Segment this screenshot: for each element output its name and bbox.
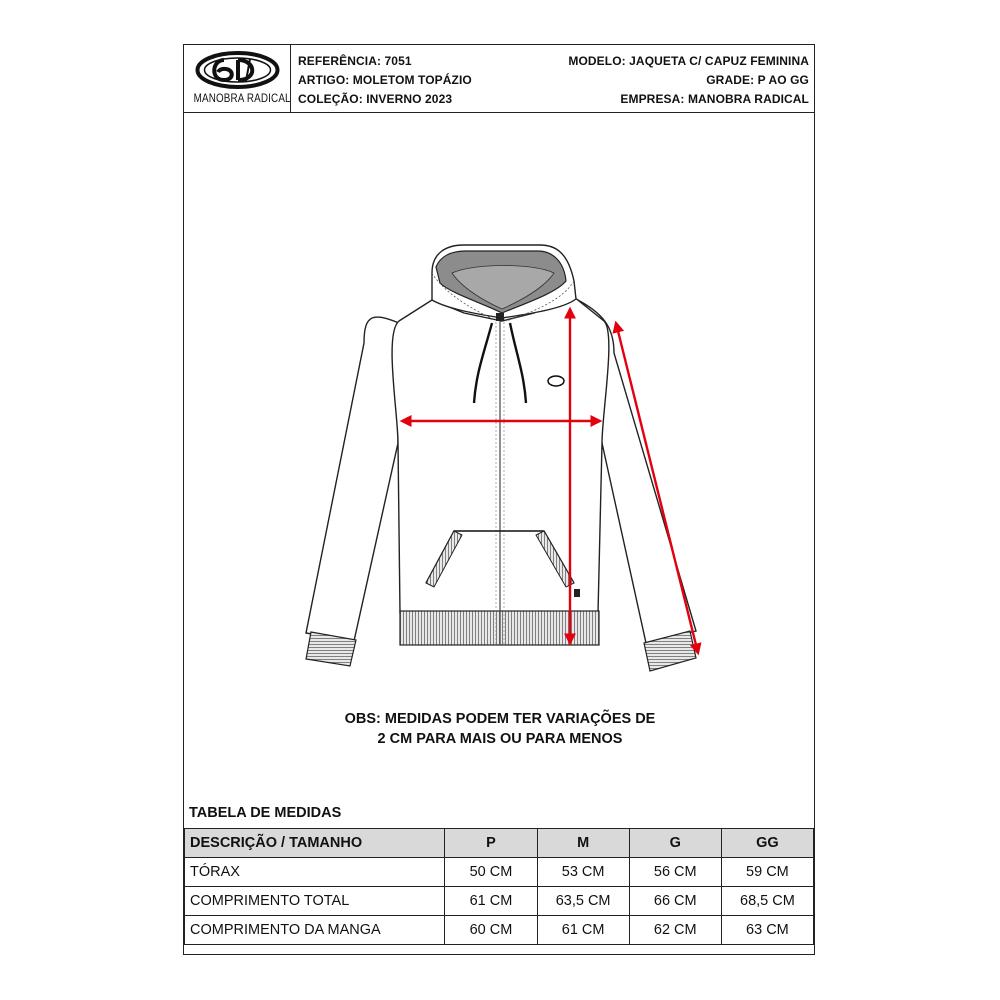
- tolerance-note-line-1: OBS: MEDIDAS PODEM TER VARIAÇÕES DE: [344, 711, 656, 727]
- table-cell: 50 CM: [444, 857, 538, 887]
- sheet-header: MANOBRA RADICAL REFERÊNCIA: 7051 ARTIGO:…: [184, 45, 814, 113]
- table-header-size-m: M: [536, 828, 630, 858]
- table-cell: TÓRAX: [183, 857, 446, 887]
- company-label: EMPRESA: MANOBRA RADICAL: [620, 92, 809, 106]
- size-grade-label: GRADE: P AO GG: [706, 73, 809, 87]
- garment-technical-drawing: [305, 244, 702, 672]
- table-cell: 63,5 CM: [536, 886, 630, 916]
- tech-sheet: MANOBRA RADICAL REFERÊNCIA: 7051 ARTIGO:…: [183, 44, 815, 955]
- table-cell: COMPRIMENTO TOTAL: [183, 886, 446, 916]
- tolerance-note-line-2: 2 CM PARA MAIS OU PARA MENOS: [377, 731, 623, 747]
- table-header-size-g: G: [628, 828, 722, 858]
- sleeve-length-arrow: [612, 320, 702, 656]
- table-cell: 68,5 CM: [720, 886, 815, 916]
- right-drawstring: [508, 322, 528, 404]
- table-row: TÓRAX 50 CM 53 CM 56 CM 59 CM: [183, 857, 815, 887]
- table-cell: COMPRIMENTO DA MANGA: [183, 915, 446, 945]
- table-cell: 60 CM: [444, 915, 538, 945]
- tolerance-note: OBS: MEDIDAS PODEM TER VARIAÇÕES DE 2 CM…: [184, 709, 816, 749]
- cord-stopper-icon: [574, 589, 580, 597]
- table-cell: 61 CM: [536, 915, 630, 945]
- table-header-description: DESCRIÇÃO / TAMANHO: [183, 828, 446, 858]
- table-cell: 53 CM: [536, 857, 630, 887]
- measurement-table-title: TABELA DE MEDIDAS: [189, 805, 342, 821]
- table-header-size-p: P: [444, 828, 538, 858]
- model-label: MODELO: JAQUETA C/ CAPUZ FEMININA: [568, 54, 809, 68]
- table-cell: 66 CM: [628, 886, 722, 916]
- reference-label: REFERÊNCIA: 7051: [298, 54, 412, 68]
- hood-lining-inner: [451, 265, 555, 310]
- left-cuff: [305, 631, 357, 667]
- brand-logo-text: MANOBRA RADICAL: [193, 91, 291, 105]
- chest-logo-icon: [547, 375, 565, 387]
- table-header-size-gg: GG: [720, 828, 815, 858]
- table-cell: 63 CM: [720, 915, 815, 945]
- left-sleeve: [305, 316, 400, 642]
- brand-logo: MANOBRA RADICAL: [184, 45, 291, 112]
- measurement-table: DESCRIÇÃO / TAMANHO P M G GG TÓRAX 50 CM…: [183, 828, 815, 945]
- table-cell: 61 CM: [444, 886, 538, 916]
- table-row: COMPRIMENTO DA MANGA 60 CM 61 CM 62 CM 6…: [183, 915, 815, 945]
- table-header-row: DESCRIÇÃO / TAMANHO P M G GG: [183, 828, 815, 858]
- table-cell: 56 CM: [628, 857, 722, 887]
- collection-label: COLEÇÃO: INVERNO 2023: [298, 92, 453, 106]
- table-cell: 62 CM: [628, 915, 722, 945]
- article-label: ARTIGO: MOLETOM TOPÁZIO: [298, 73, 472, 87]
- zipper-pull-icon: [496, 313, 504, 321]
- table-row: COMPRIMENTO TOTAL 61 CM 63,5 CM 66 CM 68…: [183, 886, 815, 916]
- table-cell: 59 CM: [720, 857, 815, 887]
- left-drawstring: [472, 322, 494, 404]
- brand-logo-emblem-icon: [195, 51, 280, 89]
